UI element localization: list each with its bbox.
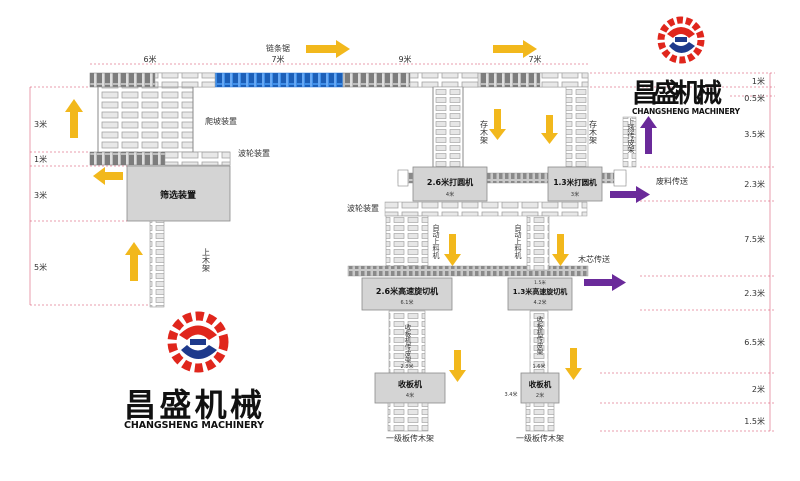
stacker-conveyor-small-label: 收板机传皮架: [535, 315, 543, 357]
auto-feeder-large-label: 自动上料机: [432, 223, 440, 260]
flow-arrow-down-icon: [449, 350, 466, 382]
core-conveyor-label: 木芯传送: [578, 254, 610, 264]
flow-arrow-down-icon: [444, 234, 461, 266]
flow-arrow-down-icon: [565, 348, 582, 380]
scale-2m: 2米: [752, 384, 765, 394]
right-section: 存木架 上扬传皮架 1.3米打圆机 3米 废料传送 自动上料机 木芯传送: [505, 86, 688, 443]
flow-arrow-down-icon: [541, 115, 558, 144]
dim-7m-b: 7米: [528, 54, 541, 64]
waste-conveyor-label: 废料传送: [656, 176, 688, 186]
storage-rack-small: [565, 86, 589, 168]
flow-arrow-left-icon: [93, 167, 123, 185]
chain-saw-label: 链条锯: [266, 43, 290, 53]
lathe-large: [361, 277, 453, 311]
scale-3-5m: 3.5米: [744, 129, 765, 139]
stacker-conveyor-large-label: 收板机传皮架: [403, 323, 411, 365]
rounder-large: [412, 166, 488, 202]
lathe-feed-line: [347, 265, 589, 277]
scale-2-3m-b: 2.3米: [744, 288, 765, 298]
output-arrow-up-icon: [640, 116, 657, 154]
dim-9m: 9米: [398, 54, 411, 64]
stacker-small-side-dim: 3.4米: [505, 391, 518, 398]
flow-arrow-up-icon: [65, 99, 83, 138]
rounder-large-dim: 4米: [446, 191, 454, 198]
scale-2-3m-a: 2.3米: [744, 179, 765, 189]
stacker-small-label: 收板机: [529, 379, 552, 389]
wave-device-label: 波轮装置: [238, 148, 270, 158]
gear-icon: [657, 16, 705, 64]
stacker-large-label: 收板机: [398, 379, 422, 389]
lathe-large-dim: 6.1米: [401, 299, 414, 306]
rounder-small-label: 1.3米打圆机: [553, 177, 597, 187]
flow-arrow-right-icon: [493, 40, 537, 58]
lathe-small-label: 1.3米高速旋切机: [513, 287, 567, 296]
flow-arrow-right-icon: [306, 40, 350, 58]
left-section: 爬坡装置 波轮装置 筛选装置 上木架 3米 1米: [29, 86, 270, 308]
flow-arrow-up-icon: [125, 242, 143, 281]
flow-arrow-down-icon: [552, 234, 569, 266]
screen-device: [126, 165, 231, 222]
stacker-small: [520, 372, 560, 404]
gear-icon: [167, 311, 229, 373]
stacker-small-dim: 2米: [536, 392, 544, 399]
middle-section: 存木架 2.6米打圆机 4米 波轮装置 自动上料机 2.6米高速旋切机 6.1米…: [347, 86, 627, 443]
flow-arrow-down-icon: [489, 109, 506, 140]
brand-logo-bottom: [167, 311, 229, 373]
dim-6m: 6米: [143, 54, 156, 64]
brand-name-cn-top: 昌盛机械: [632, 78, 722, 109]
lathe-small-dim2: 1.5米: [534, 279, 546, 286]
lift-conveyor-label: 上扬传皮架: [627, 117, 635, 154]
brand-name-cn-bottom: 昌盛机械: [124, 386, 262, 424]
lift-conveyor: [622, 116, 637, 168]
left-height-5m: 5米: [34, 262, 47, 272]
rack-large-label: 一级板传木架: [386, 433, 434, 443]
top-conveyor-line: 6米 链条锯 7米 9米 7米: [89, 40, 589, 88]
lathe-large-label: 2.6米高速旋切机: [376, 286, 438, 296]
rack-small-label: 一级板传木架: [516, 433, 564, 443]
climb-device: [97, 86, 194, 154]
stacker-large-dim: 4米: [406, 392, 414, 399]
lathe-small: [507, 277, 573, 311]
scale-0-5m: 0.5米: [744, 93, 765, 103]
lathe-small-dim: 4.2米: [534, 299, 547, 306]
dim-7m-a: 7米: [271, 54, 284, 64]
brand-logo-top: [657, 16, 705, 64]
storage-rack-large: [432, 86, 464, 168]
auto-feeder-small: [526, 215, 550, 271]
stacker-small-conv-dim: 1.6米: [533, 363, 546, 370]
rack-small: [525, 402, 555, 432]
right-height-scale: 1米 0.5米 3.5米 2.3米 7.5米 2.3米 6.5米 2米 1.5米: [590, 72, 775, 432]
climb-device-label: 爬坡装置: [205, 116, 237, 126]
wave-device-mid-label: 波轮装置: [347, 203, 379, 213]
storage-rack-small-label: 存木架: [589, 119, 598, 145]
wave-device-mid: [384, 201, 588, 217]
scale-7-5m: 7.5米: [744, 234, 765, 244]
brand-name-en-bottom: CHANGSHENG MACHINERY: [124, 420, 264, 431]
auto-feeder-small-label: 自动上料机: [514, 223, 522, 260]
rounder-small: [547, 166, 603, 202]
scale-6-5m: 6.5米: [744, 337, 765, 347]
output-arrow-right-icon: [584, 274, 626, 291]
brand-name-en-top: CHANGSHENG MACHINERY: [632, 107, 741, 116]
screen-device-label: 筛选装置: [160, 189, 196, 201]
rounder-small-dim: 3米: [571, 191, 579, 198]
stacker-conveyor-large: [388, 310, 426, 374]
log-loader: [149, 220, 165, 308]
left-height-3m-b: 3米: [34, 190, 47, 200]
rounder-large-label: 2.6米打圆机: [427, 177, 473, 187]
scale-1m: 1米: [752, 76, 765, 86]
left-height-1m: 1米: [34, 154, 47, 164]
log-loader-label: 上木架: [202, 248, 211, 273]
lathe-large-dim2: 2.8米: [401, 363, 414, 370]
scale-1-5m: 1.5米: [744, 416, 765, 426]
chain-saw-belt: [214, 72, 344, 88]
auto-feeder-large: [385, 215, 429, 271]
storage-rack-large-label: 存木架: [480, 119, 489, 145]
output-arrow-right-icon: [610, 186, 650, 203]
rack-large: [387, 402, 429, 432]
left-height-3m-a: 3米: [34, 119, 47, 129]
